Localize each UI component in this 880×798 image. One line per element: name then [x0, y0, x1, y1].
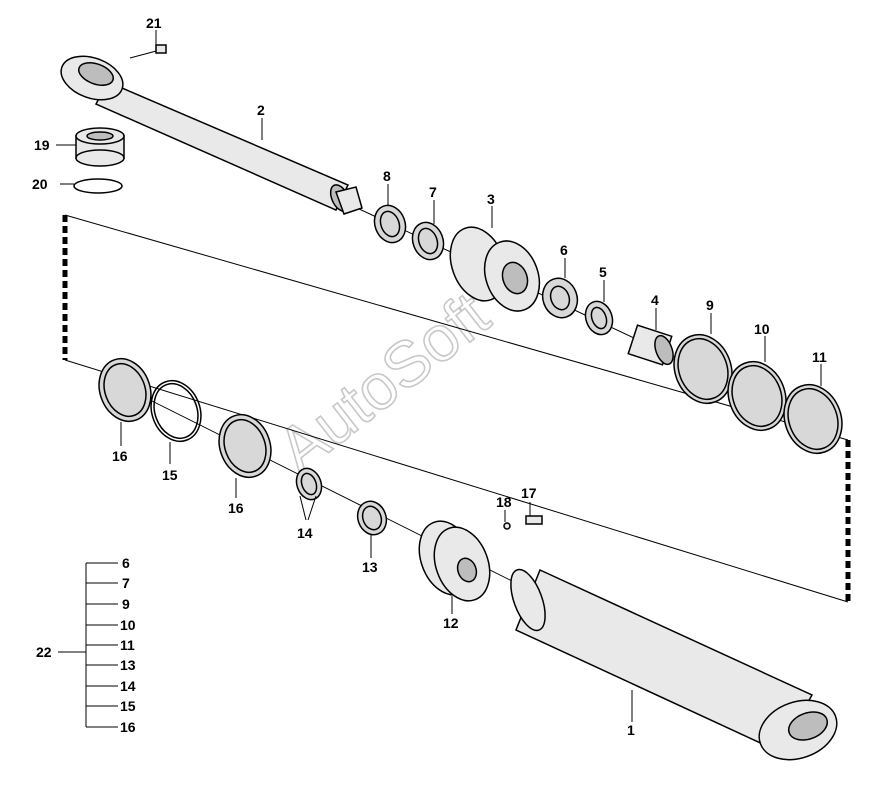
kit-item: 16 — [120, 719, 136, 735]
cylinder-head — [449, 226, 541, 312]
label-2: 2 — [257, 102, 265, 118]
piston-rod — [60, 55, 363, 215]
label-18: 18 — [496, 494, 512, 510]
kit-item: 13 — [120, 657, 136, 673]
label-21: 21 — [146, 15, 162, 31]
back-up-ring-10 — [727, 360, 787, 432]
kit-item: 15 — [120, 698, 136, 714]
o-ring-13 — [356, 500, 388, 536]
label-14: 14 — [297, 525, 313, 541]
support-ring-16a — [98, 357, 152, 423]
label-1: 1 — [627, 722, 635, 738]
rod-seal — [411, 221, 445, 261]
watermark: AutoSoft — [264, 278, 502, 486]
kit-item: 10 — [120, 617, 136, 633]
leader-lines — [56, 30, 822, 722]
label-4: 4 — [651, 292, 659, 308]
part-number-labels: 21 2 19 20 8 7 3 6 5 4 9 10 11 16 15 16 … — [32, 15, 827, 738]
kit-label: 22 — [36, 644, 52, 660]
label-5: 5 — [599, 264, 607, 280]
label-20: 20 — [32, 176, 48, 192]
set-screw — [525, 515, 543, 525]
kit-item: 6 — [122, 555, 130, 571]
kit-bracket: 22 6 7 9 10 11 13 14 15 16 — [36, 555, 136, 735]
back-up-ring-9 — [673, 333, 733, 405]
label-10: 10 — [754, 321, 770, 337]
label-16b: 16 — [228, 500, 244, 516]
kit-item: 14 — [120, 678, 136, 694]
label-13: 13 — [362, 559, 378, 575]
spherical-bearing — [75, 127, 125, 167]
kit-item: 9 — [122, 596, 130, 612]
label-7: 7 — [429, 184, 437, 200]
piston — [418, 520, 491, 602]
label-16a: 16 — [112, 448, 128, 464]
label-3: 3 — [487, 191, 495, 207]
wiper-ring — [373, 204, 407, 244]
kit-item: 11 — [120, 637, 135, 653]
support-ring-16b — [218, 413, 272, 479]
o-ring — [584, 300, 614, 336]
label-12: 12 — [443, 615, 459, 631]
guide-ring — [541, 277, 579, 319]
grease-nipple — [129, 44, 167, 59]
ball — [503, 522, 511, 530]
bushing — [627, 324, 674, 366]
piston-seal-15 — [150, 379, 202, 443]
label-17: 17 — [521, 485, 537, 501]
cylinder-tube — [510, 568, 838, 761]
label-8: 8 — [383, 168, 391, 184]
back-up-ring-11 — [783, 383, 843, 455]
retaining-ring — [73, 178, 123, 194]
label-9: 9 — [706, 297, 714, 313]
label-11: 11 — [812, 349, 827, 365]
label-6: 6 — [560, 242, 568, 258]
label-15: 15 — [162, 467, 178, 483]
label-19: 19 — [34, 137, 50, 153]
kit-item: 7 — [122, 575, 130, 591]
